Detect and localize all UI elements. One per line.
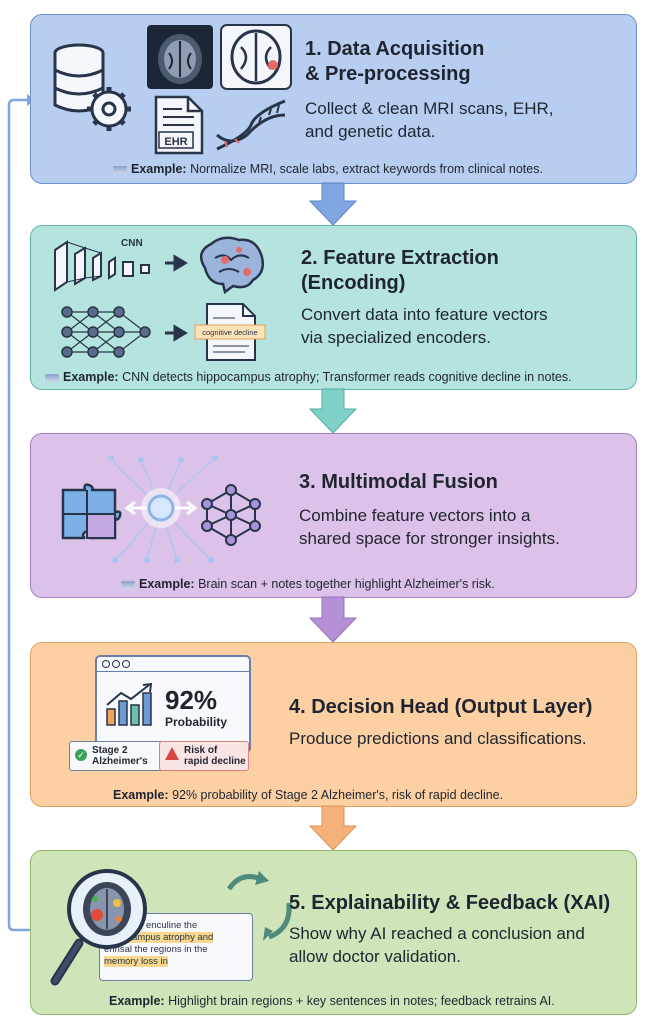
- stage-feature-extraction: CNN cogniti: [30, 225, 637, 390]
- ehr-label: EHR: [164, 136, 187, 148]
- stage-badge: ✓ Stage 2 Alzheimer's: [69, 741, 165, 771]
- window-dot-icon: [102, 660, 110, 668]
- flow-arrow-2: [308, 388, 358, 434]
- note-icon: [45, 373, 59, 382]
- stage-badge-text: Stage 2 Alzheimer's: [92, 745, 148, 767]
- stage-1-title: 1. Data Acquisition & Pre-processing: [305, 38, 485, 85]
- flow-arrow-3: [308, 596, 358, 643]
- flow-arrow-4: [308, 805, 358, 851]
- bar-trend-icon: [106, 682, 153, 726]
- arrow-right-icon: [165, 254, 188, 272]
- stage-decision-head: 92% Probability ✓ Stage 2 Alzheimer's Ri…: [30, 642, 637, 807]
- flow-arrow-1: [308, 182, 358, 226]
- refresh-cycle-icon: [226, 871, 292, 941]
- note-icon: [113, 165, 127, 174]
- network-node-icon: [201, 484, 261, 546]
- risk-badge: Risk of rapid decline: [159, 741, 249, 771]
- note-icon: [121, 580, 135, 589]
- stage-2-title: 2. Feature Extraction (Encoding): [301, 247, 499, 294]
- database-gear-icon: [53, 43, 131, 131]
- note-line: enrisal the regions in the: [104, 944, 208, 955]
- transformer-network-icon: [61, 306, 151, 358]
- puzzle-icon: [61, 483, 122, 540]
- prediction-window: 92% Probability: [95, 655, 251, 753]
- warning-icon: [165, 747, 179, 760]
- stage-3-example: Example: Brain scan + notes together hig…: [121, 576, 495, 592]
- window-dot-icon: [112, 660, 120, 668]
- cognitive-decline-label: cognitive decline: [202, 328, 257, 337]
- stage-4-example: Example: 92% probability of Stage 2 Alzh…: [113, 788, 504, 802]
- window-dot-icon: [122, 660, 130, 668]
- risk-badge-text: Risk of rapid decline: [184, 745, 246, 767]
- stage-data-acquisition: EHR 1. Data Acquisition & Pre-processing…: [30, 14, 637, 184]
- note-line-highlight: memory loss in: [104, 956, 168, 967]
- probability-value: 92%: [165, 685, 218, 715]
- window-titlebar: [97, 657, 249, 672]
- stage-4-description: Produce predictions and classifications.: [289, 729, 587, 748]
- stage-2-example: Example: CNN detects hippocampus atrophy…: [45, 369, 572, 385]
- stage-multimodal-fusion: 3. Multimodal Fusion Combine feature vec…: [30, 433, 637, 598]
- arrow-right-icon: [165, 324, 188, 342]
- stage-5-description: Show why AI reached a conclusion and all…: [289, 924, 585, 966]
- cnn-label: CNN: [121, 238, 143, 249]
- probability-label: Probability: [165, 715, 228, 729]
- magnifier-brain-icon: [50, 869, 147, 986]
- stage-1-description: Collect & clean MRI scans, EHR, and gene…: [305, 99, 554, 141]
- mri-scan-icon: [147, 25, 213, 89]
- stage-2-description: Convert data into feature vectors via sp…: [301, 305, 548, 347]
- stage-1-example: Example: Normalize MRI, scale labs, extr…: [113, 161, 543, 177]
- brain-icon: [199, 236, 264, 295]
- clinical-note-icon: cognitive decline: [194, 303, 266, 361]
- stage-5-title: 5. Explainability & Feedback (XAI): [289, 892, 611, 914]
- stage-4-title: 4. Decision Head (Output Layer): [289, 696, 593, 718]
- brain-highlight-icon: [220, 24, 292, 90]
- stage-explainability: enculine the hippocampus atrophy and enr…: [30, 850, 637, 1015]
- ehr-document-icon: EHR: [154, 95, 204, 155]
- check-icon: ✓: [75, 749, 87, 761]
- stage-3-description: Combine feature vectors into a shared sp…: [299, 506, 560, 548]
- cnn-layers-icon: CNN: [54, 238, 150, 292]
- note-window: enculine the hippocampus atrophy and enr…: [99, 913, 253, 981]
- fusion-hub-icon: [108, 455, 218, 563]
- note-line-highlight: hippocampus atrophy and: [104, 932, 214, 943]
- note-line: enculine the: [146, 920, 198, 931]
- stage-3-title: 3. Multimodal Fusion: [299, 471, 498, 493]
- dna-icon: [216, 99, 286, 151]
- stage-5-example: Example: Highlight brain regions + key s…: [109, 994, 555, 1008]
